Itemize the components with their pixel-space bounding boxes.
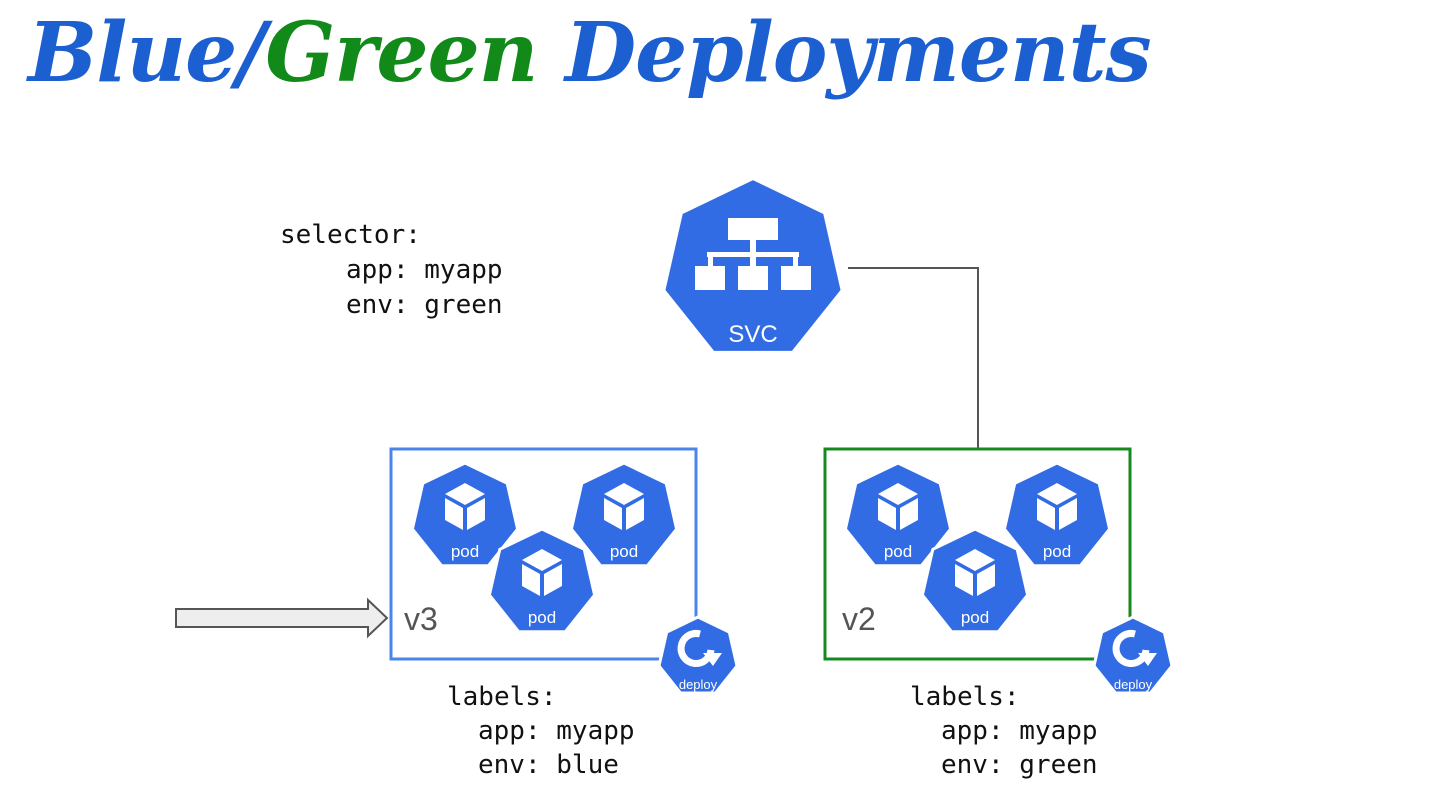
blue-pod-1: pod <box>412 463 517 566</box>
selector-block: selector: app: myapp env: green <box>280 218 503 323</box>
service-icon: SVC <box>661 176 845 355</box>
pod-label: pod <box>610 542 638 561</box>
green-deploy-icon: deploy <box>1094 617 1172 693</box>
svc-network-icon <box>695 218 811 290</box>
blue-labels-app-line: app: myapp <box>478 716 635 746</box>
blue-labels-env-line: env: blue <box>478 750 619 780</box>
selector-app-line: app: myapp <box>346 255 503 285</box>
deploy-label: deploy <box>1114 677 1153 692</box>
blue-version-label: v3 <box>404 601 438 637</box>
green-labels-block: labels: app: myapp env: green <box>910 680 1098 782</box>
blue-deployment-box <box>389 447 698 661</box>
green-labels-heading: labels: <box>910 682 1020 712</box>
green-deployment-box <box>823 447 1132 661</box>
blue-deployment: pod pod pod v3 deploy <box>389 447 737 693</box>
deploy-label: deploy <box>679 677 718 692</box>
selector-env-line: env: green <box>346 290 503 320</box>
blue-pod-2: pod <box>571 463 676 566</box>
green-pod-3: pod <box>922 529 1027 632</box>
green-labels-app-line: app: myapp <box>941 716 1098 746</box>
blue-deploy-icon: deploy <box>659 617 737 693</box>
pod-label: pod <box>451 542 479 561</box>
selector-heading: selector: <box>280 220 421 250</box>
blue-labels-heading: labels: <box>447 682 557 712</box>
pod-label: pod <box>884 542 912 561</box>
title-green-part: Green <box>265 5 538 101</box>
right-arrow-icon <box>175 597 389 639</box>
green-pod-1: pod <box>845 463 950 566</box>
pod-label: pod <box>1043 542 1071 561</box>
blue-pod-3: pod <box>489 529 594 632</box>
pod-label: pod <box>528 608 556 627</box>
service-label: SVC <box>728 321 777 348</box>
green-pod-2: pod <box>1004 463 1109 566</box>
title-rest-part: Deployments <box>537 5 1152 101</box>
title-blue-part: Blue/ <box>28 5 266 101</box>
service-connector-line <box>848 267 979 448</box>
green-deployment: pod pod pod v2 deploy <box>823 447 1172 693</box>
blue-labels-block: labels: app: myapp env: blue <box>447 680 635 782</box>
green-labels-env-line: env: green <box>941 750 1098 780</box>
green-version-label: v2 <box>842 601 876 637</box>
page-title: Blue/Green Deployments <box>28 5 1152 101</box>
pod-label: pod <box>961 608 989 627</box>
